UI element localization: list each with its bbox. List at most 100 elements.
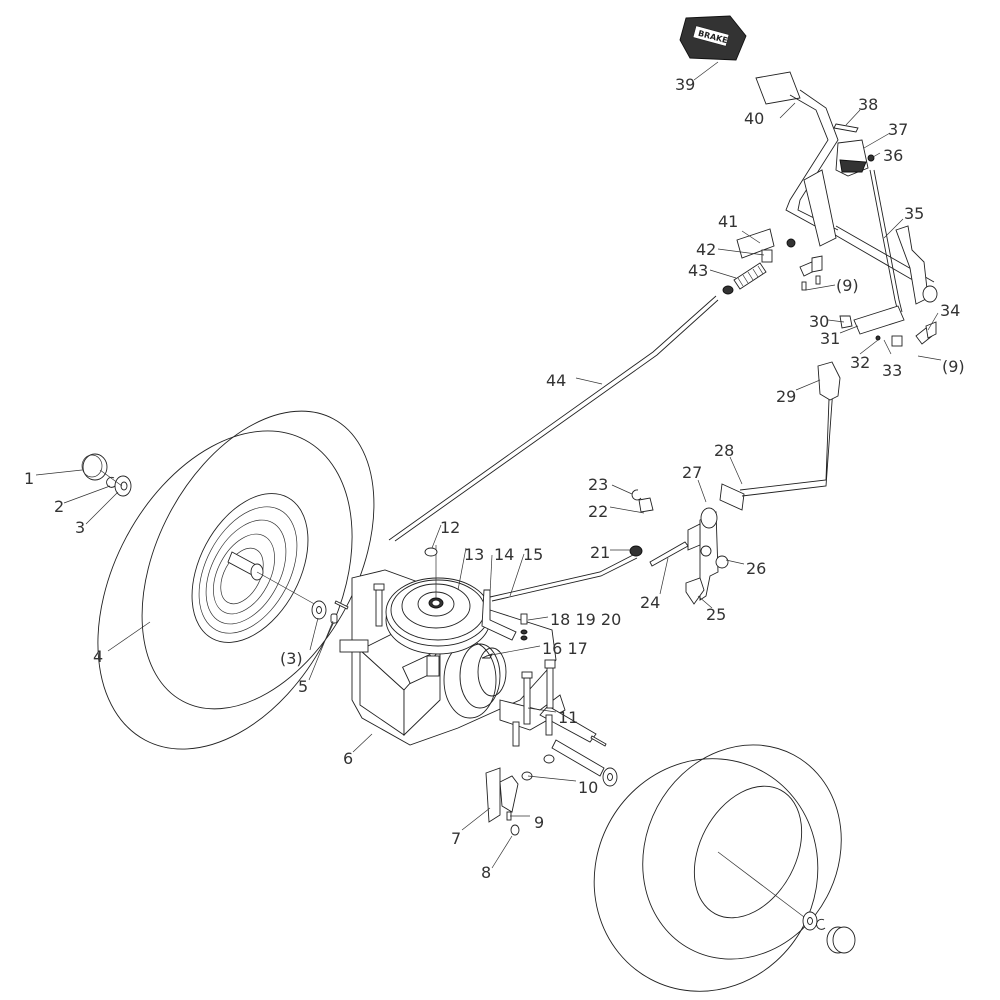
clevis-31 bbox=[853, 305, 905, 335]
label-37: 37 bbox=[888, 120, 908, 139]
leader-line-43 bbox=[709, 269, 737, 279]
washer-32 bbox=[875, 335, 881, 341]
label-43: 43 bbox=[688, 261, 708, 280]
leader-line-8 bbox=[491, 835, 513, 869]
leader-line-26 bbox=[725, 559, 745, 565]
nut-20 bbox=[520, 635, 528, 641]
leader-line-12 bbox=[431, 524, 442, 549]
label-27: 27 bbox=[682, 463, 702, 482]
brake-pedal-pad-39: BRAKE bbox=[679, 15, 747, 61]
input-shaft bbox=[426, 655, 440, 677]
brake-rod-44 bbox=[388, 295, 719, 542]
label-34: 34 bbox=[940, 301, 960, 320]
bolt-18 bbox=[520, 613, 528, 625]
pin-38 bbox=[833, 123, 859, 133]
washer-19 bbox=[520, 629, 528, 635]
brake-pivot-bracket bbox=[685, 511, 719, 605]
label-42: 42 bbox=[696, 240, 716, 259]
label-10: 10 bbox=[578, 778, 598, 797]
label-3: 3 bbox=[75, 518, 85, 537]
leader-line-10 bbox=[527, 775, 577, 782]
left-e-clip bbox=[106, 476, 116, 488]
label-36: 36 bbox=[883, 146, 903, 165]
label-16_17: 16 17 bbox=[542, 639, 588, 658]
leader-line-6 bbox=[352, 733, 373, 753]
leader-line-3b bbox=[309, 617, 319, 651]
e-clip-23 bbox=[631, 489, 642, 501]
leader-line-11 bbox=[527, 707, 557, 713]
label-24: 24 bbox=[640, 593, 660, 612]
block-33 bbox=[891, 335, 903, 347]
label-40: 40 bbox=[744, 109, 764, 128]
leader-line-2 bbox=[63, 485, 111, 504]
leader-line-38 bbox=[845, 109, 861, 126]
leader-line-28 bbox=[729, 456, 743, 485]
leader-line-1 bbox=[35, 469, 83, 476]
label-5: 5 bbox=[298, 677, 308, 696]
leader-line-13 bbox=[457, 547, 467, 591]
label-9c: (9) bbox=[836, 276, 859, 295]
nut-10a bbox=[521, 771, 533, 781]
leader-line-7 bbox=[461, 807, 491, 831]
rod-35 bbox=[869, 169, 903, 313]
right-washer bbox=[802, 911, 818, 931]
leader-line-32 bbox=[859, 339, 879, 355]
parking-latch-37 bbox=[835, 139, 869, 177]
switch-42 bbox=[761, 249, 773, 263]
pulley-retaining-ring bbox=[424, 547, 438, 557]
label-8: 8 bbox=[481, 863, 491, 882]
axle-key bbox=[334, 600, 349, 610]
label-28: 28 bbox=[714, 441, 734, 460]
label-32: 32 bbox=[850, 353, 870, 372]
leader-line-14 bbox=[489, 554, 493, 595]
right-axle-key bbox=[590, 735, 607, 747]
label-7: 7 bbox=[451, 829, 461, 848]
brake-pedal-arm-40 bbox=[755, 71, 938, 305]
brake-rod-15 bbox=[489, 553, 638, 602]
leader-line-36 bbox=[872, 152, 881, 158]
leader-line-9c bbox=[805, 284, 836, 291]
leader-line-24 bbox=[659, 557, 669, 595]
leader-line-42 bbox=[717, 248, 765, 256]
label-35: 35 bbox=[904, 204, 924, 223]
label-33: 33 bbox=[882, 361, 902, 380]
label-22: 22 bbox=[588, 502, 608, 521]
label-29: 29 bbox=[776, 387, 796, 406]
right-e-clip bbox=[816, 918, 826, 930]
label-6: 6 bbox=[343, 749, 353, 768]
mount-bolt-head bbox=[373, 583, 385, 591]
spring-43 bbox=[733, 262, 767, 290]
bolts-11 bbox=[521, 659, 556, 725]
leader-line-35 bbox=[883, 218, 904, 239]
leader-line-3 bbox=[85, 491, 119, 525]
label-38: 38 bbox=[858, 95, 878, 114]
left-wheel-tire bbox=[97, 410, 375, 750]
leader-line-33 bbox=[883, 339, 892, 355]
label-18_19_20: 18 19 20 bbox=[550, 610, 621, 629]
label-26: 26 bbox=[746, 559, 766, 578]
bushing-21 bbox=[629, 545, 643, 557]
leader-line-23 bbox=[611, 484, 633, 495]
label-25: 25 bbox=[706, 605, 726, 624]
leader-line-22 bbox=[609, 506, 645, 514]
rod-nut-44 bbox=[722, 285, 734, 295]
label-21: 21 bbox=[590, 543, 610, 562]
leader-line-44 bbox=[575, 377, 603, 385]
leader-line-9b bbox=[917, 355, 942, 361]
label-39: 39 bbox=[675, 75, 695, 94]
bracket-9-upper bbox=[799, 255, 823, 291]
leader-line-18_19_20 bbox=[527, 616, 549, 621]
pin-22 bbox=[638, 497, 654, 513]
axle-spacer bbox=[330, 613, 338, 624]
nut-41 bbox=[786, 238, 796, 248]
left-hubcap bbox=[81, 453, 108, 481]
bolt-8 bbox=[510, 824, 520, 836]
label-4: 4 bbox=[93, 647, 103, 666]
leader-line-27 bbox=[697, 479, 707, 503]
leader-line-39 bbox=[693, 61, 719, 81]
leader-line-37 bbox=[863, 132, 891, 149]
leader-line-29 bbox=[795, 379, 821, 391]
bolt-30 bbox=[839, 315, 853, 329]
leader-line-5 bbox=[308, 620, 334, 681]
